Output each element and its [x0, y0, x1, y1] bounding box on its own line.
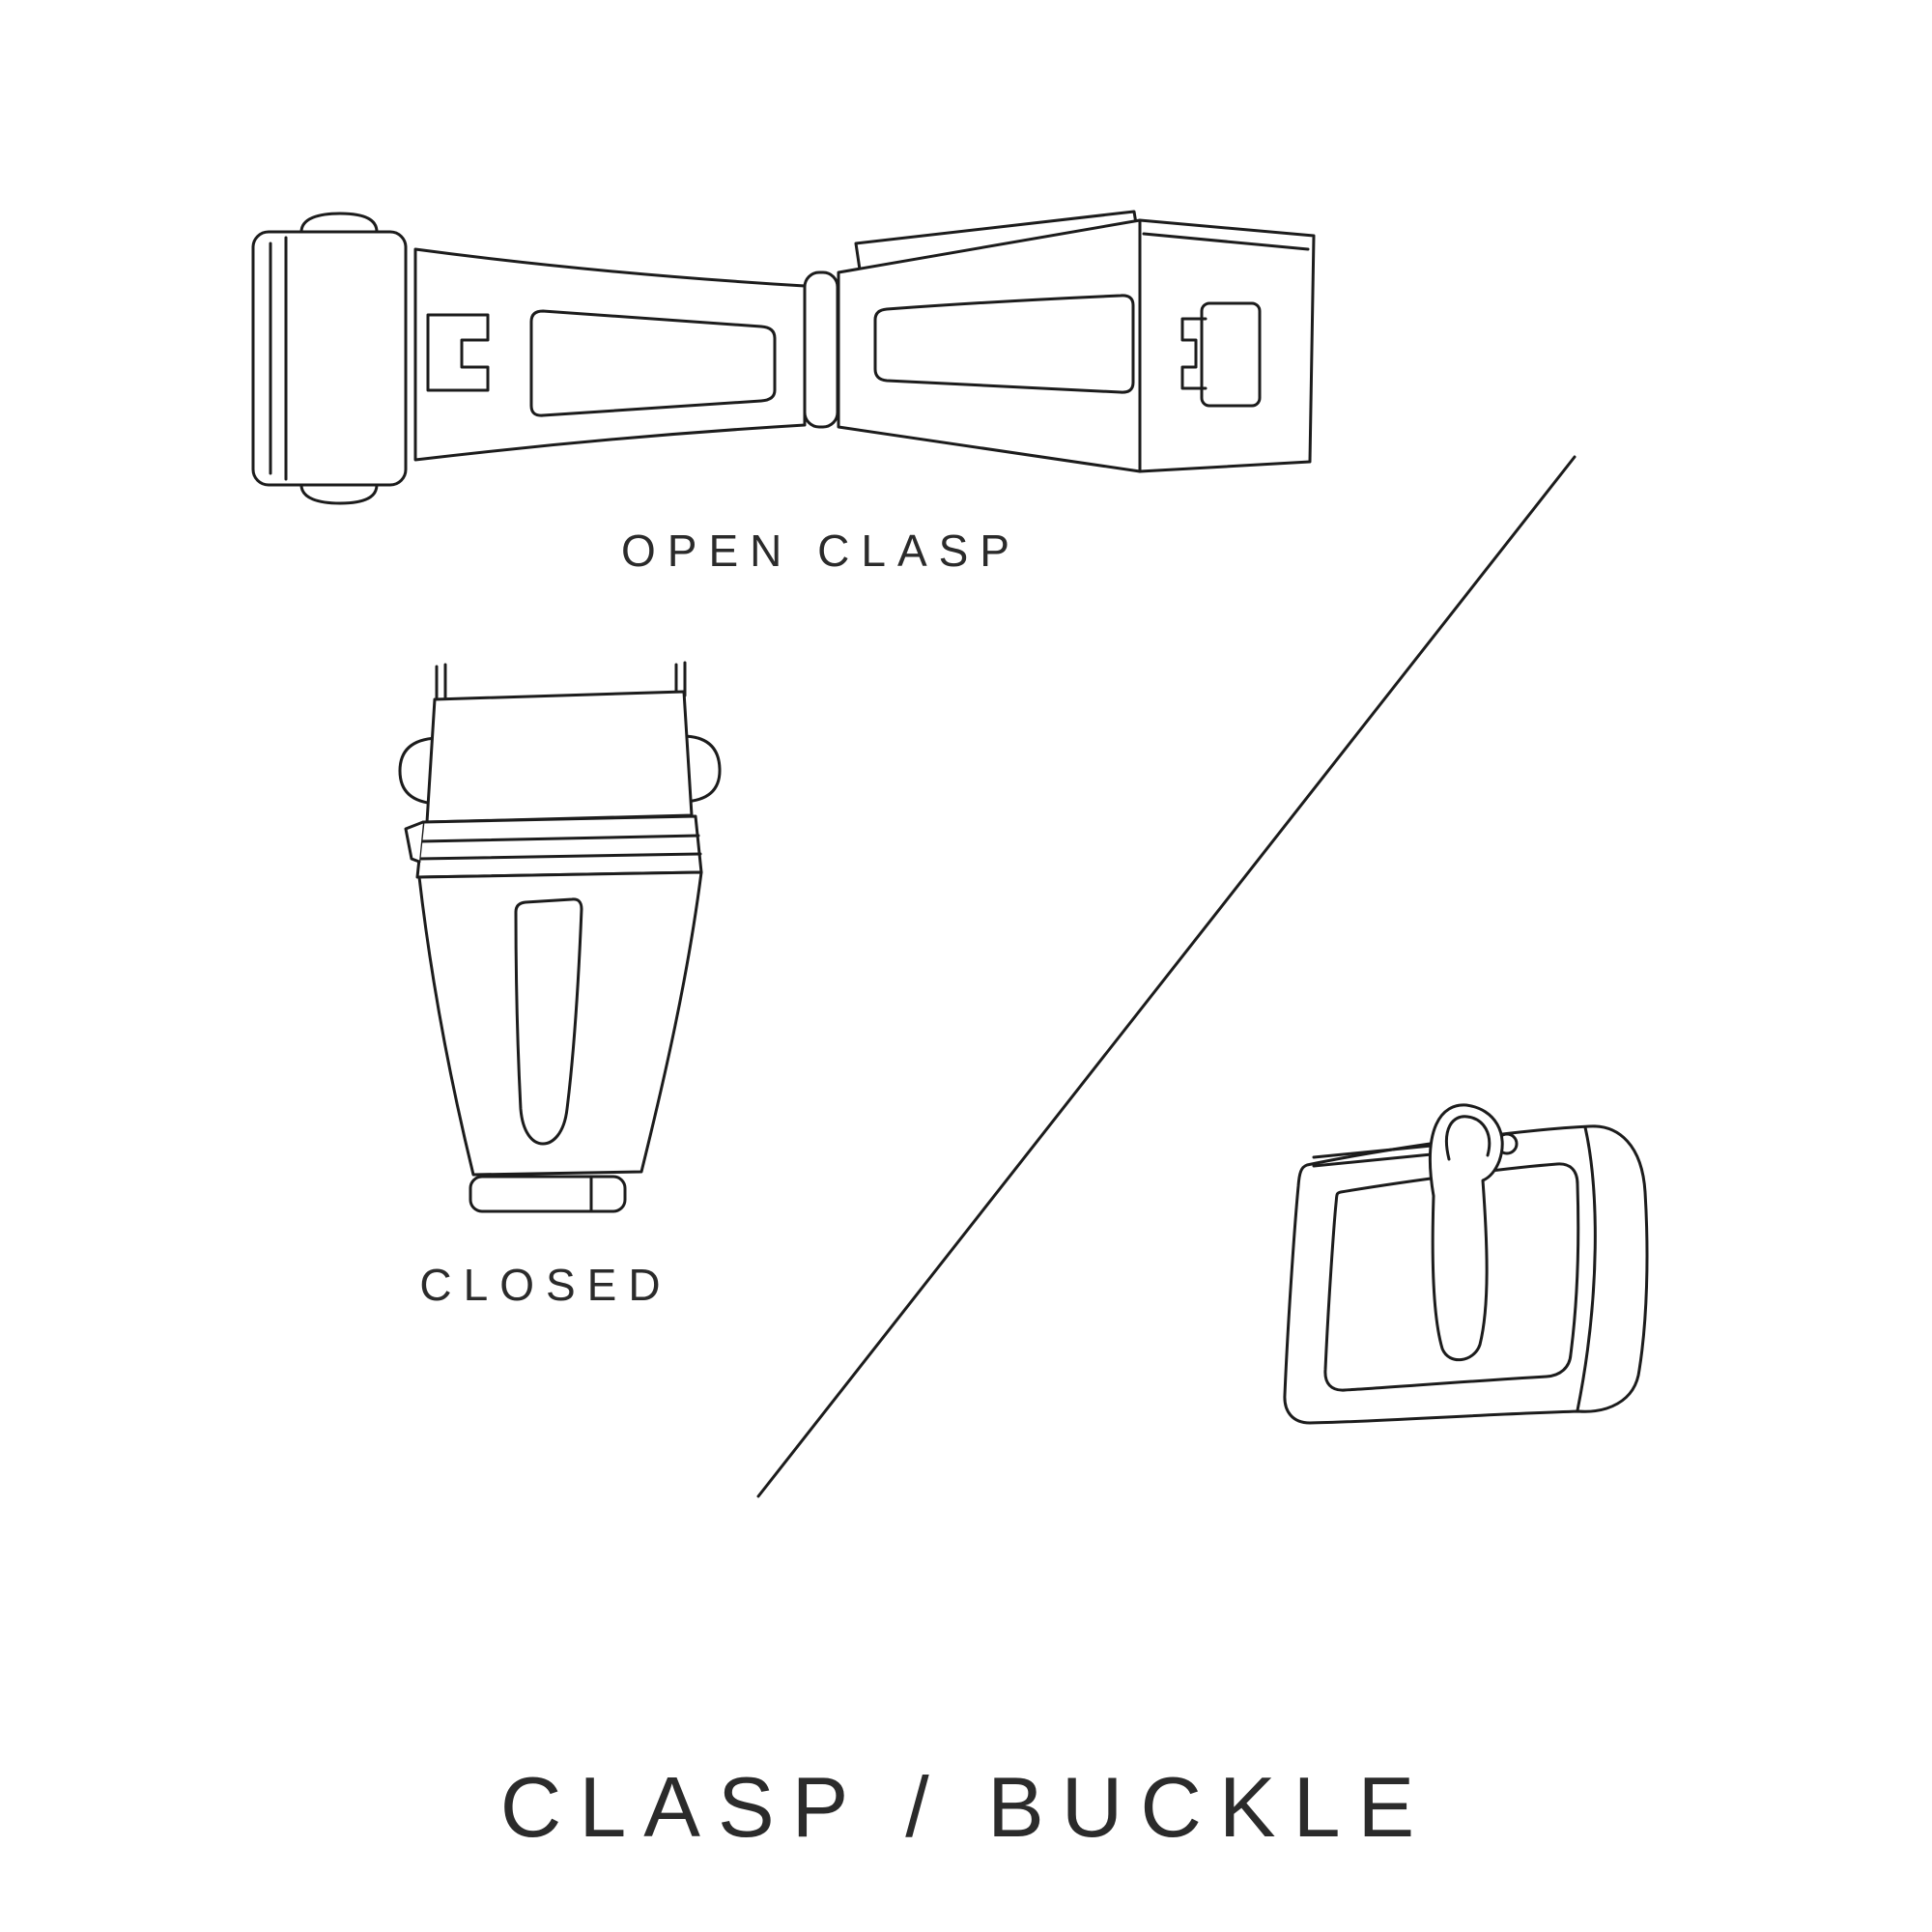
divider-line	[758, 457, 1575, 1496]
open-clasp-label: OPEN CLASP	[621, 526, 1021, 576]
closed-clasp-illustration	[400, 663, 720, 1211]
page-title: CLASP / BUCKLE	[499, 1759, 1433, 1855]
tang-buckle-illustration	[1285, 1105, 1647, 1423]
closed-clasp-label: CLOSED	[419, 1260, 672, 1310]
open-clasp-illustration	[253, 212, 1314, 503]
